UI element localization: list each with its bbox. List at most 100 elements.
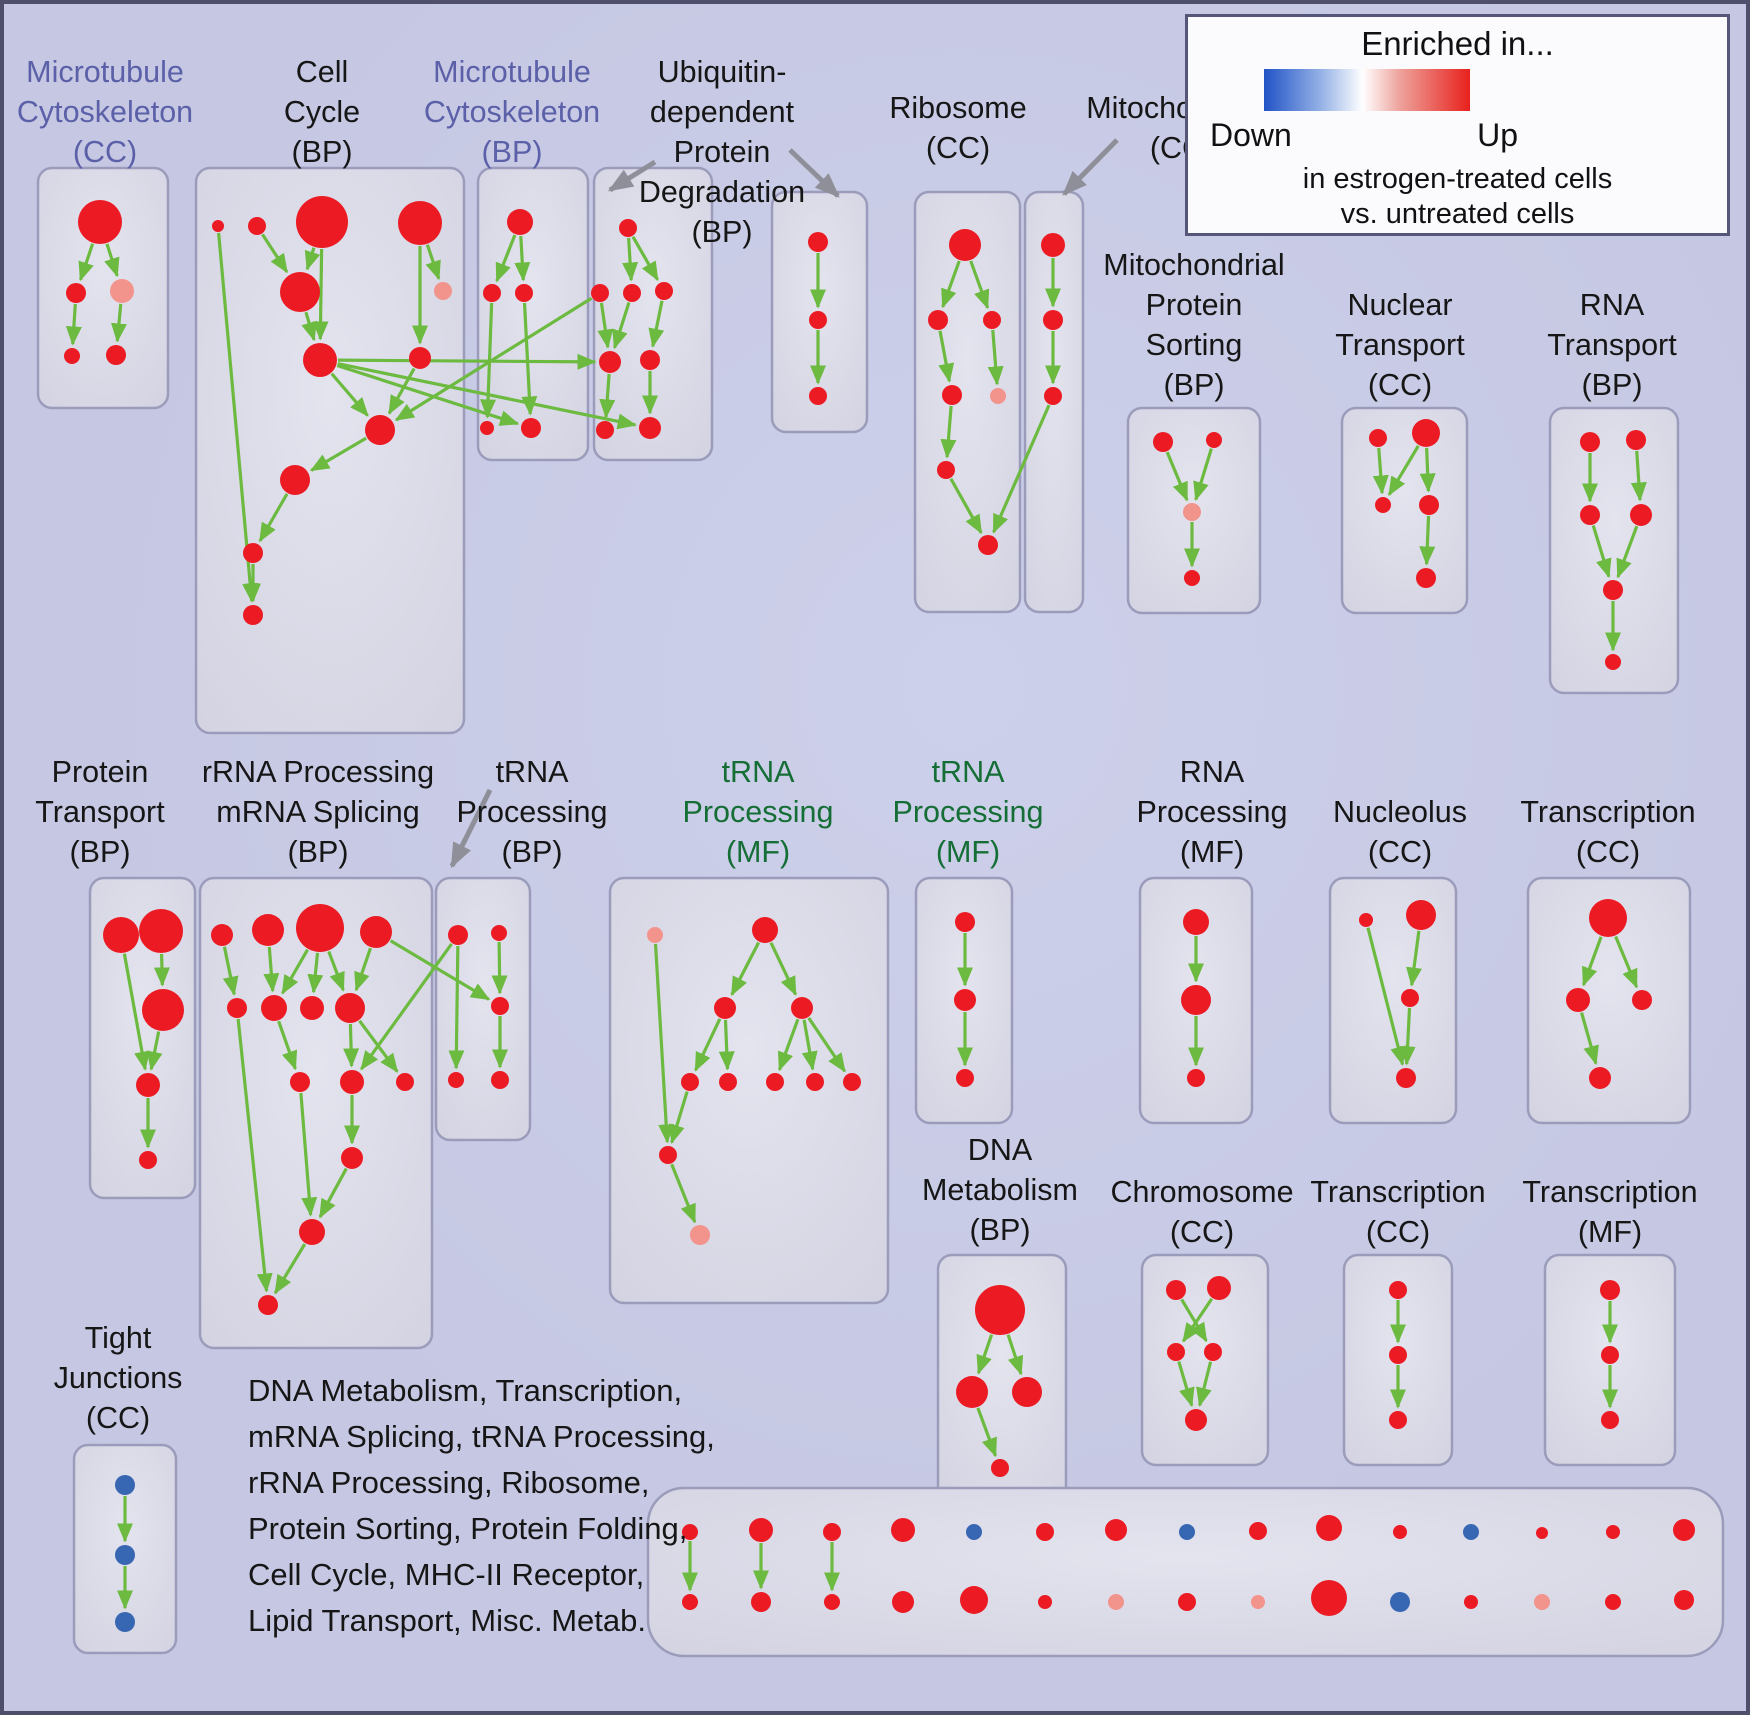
label-pointer-arrow-3 <box>449 788 493 869</box>
edge-b6-d4 <box>337 353 597 370</box>
go-term-node-l0 <box>211 924 233 946</box>
go-term-node-j4 <box>1603 580 1623 600</box>
go-term-node-g1 <box>1043 310 1063 330</box>
go-term-node-a2 <box>110 279 134 303</box>
edge-q0-q3 <box>1366 927 1406 1066</box>
edge-b9-b10 <box>258 493 289 543</box>
edge-i1-i2 <box>1387 445 1420 497</box>
go-term-node-d4 <box>599 351 621 373</box>
go-term-node-n4 <box>681 1073 699 1091</box>
edge-n1-n2 <box>730 941 761 997</box>
edge-t3-t4 <box>1196 1361 1213 1408</box>
edge-l3-m2 <box>389 939 491 1001</box>
edge-c0-c1 <box>495 234 517 283</box>
go-term-node-t1 <box>1207 1276 1231 1300</box>
go-term-node-k4 <box>139 1151 157 1169</box>
edge-b7-b8 <box>387 367 416 415</box>
go-term-node-j1 <box>1626 430 1646 450</box>
edge-s1-s3 <box>976 1407 998 1458</box>
go-term-node-g0 <box>1041 233 1065 257</box>
go-term-node-p2 <box>1187 1069 1205 1087</box>
go-term-node-r3 <box>1589 1067 1611 1089</box>
edge-n4-n9 <box>669 1091 689 1145</box>
go-term-node-k0 <box>103 917 139 953</box>
go-term-node-xb7 <box>1178 1593 1196 1611</box>
go-term-node-xb0 <box>682 1594 698 1610</box>
go-term-node-b6 <box>303 343 337 377</box>
edge-a0-a1 <box>78 243 95 282</box>
edge-d3-d5 <box>648 300 665 348</box>
edge-l3-l7 <box>354 947 373 992</box>
go-term-node-n9 <box>659 1146 677 1164</box>
go-term-node-i3 <box>1419 495 1439 515</box>
edge-s0-s1 <box>976 1334 994 1375</box>
go-term-node-l4 <box>227 998 247 1018</box>
go-term-node-i2 <box>1375 497 1391 513</box>
go-term-node-o0 <box>955 912 975 932</box>
go-term-node-b11 <box>243 605 263 625</box>
go-term-node-a4 <box>106 345 126 365</box>
edge-l2-l6 <box>307 952 324 994</box>
go-term-node-t2 <box>1167 1343 1185 1361</box>
go-term-node-n10 <box>690 1225 710 1245</box>
go-term-node-a3 <box>64 348 80 364</box>
go-term-node-q3 <box>1396 1068 1416 1088</box>
edge-q2-q3 <box>1399 1007 1416 1066</box>
edge-i3-i4 <box>1419 515 1436 566</box>
go-term-node-s2 <box>1012 1377 1042 1407</box>
go-term-node-l2 <box>296 904 344 952</box>
go-term-node-b1 <box>248 217 266 235</box>
go-term-node-o1 <box>954 989 976 1011</box>
go-term-node-i0 <box>1369 429 1387 447</box>
go-term-node-r0 <box>1589 899 1627 937</box>
go-term-node-e1 <box>809 311 827 329</box>
go-term-node-j5 <box>1605 654 1621 670</box>
go-term-node-k2 <box>142 989 184 1031</box>
go-term-node-c0 <box>507 209 533 235</box>
edge-n1-n3 <box>769 941 798 996</box>
go-term-node-l8 <box>290 1072 310 1092</box>
edge-i1-i3 <box>1419 447 1436 493</box>
go-term-node-o2 <box>956 1069 974 1087</box>
label-pointer-arrow-0 <box>607 159 657 193</box>
go-term-node-u0 <box>1389 1281 1407 1299</box>
go-term-node-xb8 <box>1251 1595 1265 1609</box>
go-term-node-b7 <box>409 347 431 369</box>
edge-n3-n7 <box>801 1019 818 1071</box>
go-term-node-b3 <box>398 201 442 245</box>
edge-l1-l5 <box>263 946 280 993</box>
go-term-node-d7 <box>639 417 661 439</box>
edge-k2-k3 <box>146 1031 163 1071</box>
go-term-node-xb1 <box>751 1592 771 1612</box>
edge-b2-b4 <box>304 247 321 271</box>
go-term-node-xt4 <box>966 1524 982 1540</box>
edge-q1-q2 <box>1406 930 1422 987</box>
go-term-node-i1 <box>1412 419 1440 447</box>
cluster-box-nuclear-transport <box>1340 406 1469 615</box>
edge-r1-r3 <box>1579 1012 1599 1066</box>
edge-n2-n4 <box>694 1018 722 1072</box>
go-term-node-t4 <box>1185 1409 1207 1431</box>
legend-ends-row: Down Up <box>1210 117 1518 154</box>
edge-b2-b6 <box>312 248 329 341</box>
go-term-node-c4 <box>521 418 541 438</box>
go-term-node-xb12 <box>1534 1594 1550 1610</box>
edge-l0-l4 <box>222 946 239 996</box>
go-term-node-q1 <box>1406 900 1436 930</box>
go-term-node-xt7 <box>1179 1524 1195 1540</box>
edge-j2-j4 <box>1591 525 1612 579</box>
edge-l2-l7 <box>327 950 345 992</box>
cluster-box-cell-cycle <box>194 166 466 735</box>
edge-a1-a3 <box>65 303 82 346</box>
go-term-node-f3 <box>942 385 962 405</box>
go-term-node-m1 <box>491 925 507 941</box>
edge-m0-m3 <box>448 945 465 1070</box>
go-term-node-t0 <box>1166 1280 1186 1300</box>
edge-f3-f5 <box>940 405 957 459</box>
go-term-node-l1 <box>252 914 284 946</box>
edge-t2-t4 <box>1177 1361 1195 1408</box>
edge-a2-a4 <box>110 303 127 343</box>
legend-subtitle-1: in estrogen-treated cells <box>1302 163 1613 195</box>
go-term-node-xb3 <box>892 1591 914 1613</box>
go-term-node-xb6 <box>1108 1594 1124 1610</box>
